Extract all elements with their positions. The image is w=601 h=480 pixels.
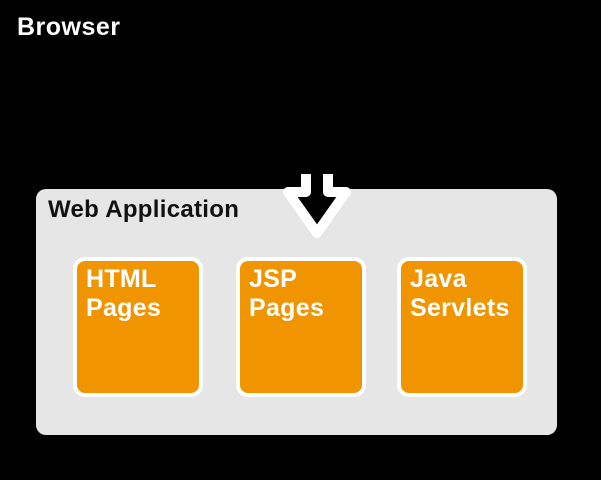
web-application-panel: Web Application HTML Pages JSP Pages Jav… xyxy=(36,189,557,435)
java-servlets-label: Java Servlets xyxy=(410,265,510,322)
jsp-pages-box: JSP Pages xyxy=(236,257,366,397)
html-pages-label: HTML Pages xyxy=(86,265,162,322)
java-servlets-box: Java Servlets xyxy=(397,257,527,397)
browser-label: Browser xyxy=(17,13,121,41)
web-application-title: Web Application xyxy=(48,196,240,223)
down-arrow-icon xyxy=(283,174,351,238)
jsp-pages-label: JSP Pages xyxy=(249,265,325,322)
html-pages-box: HTML Pages xyxy=(73,257,203,397)
